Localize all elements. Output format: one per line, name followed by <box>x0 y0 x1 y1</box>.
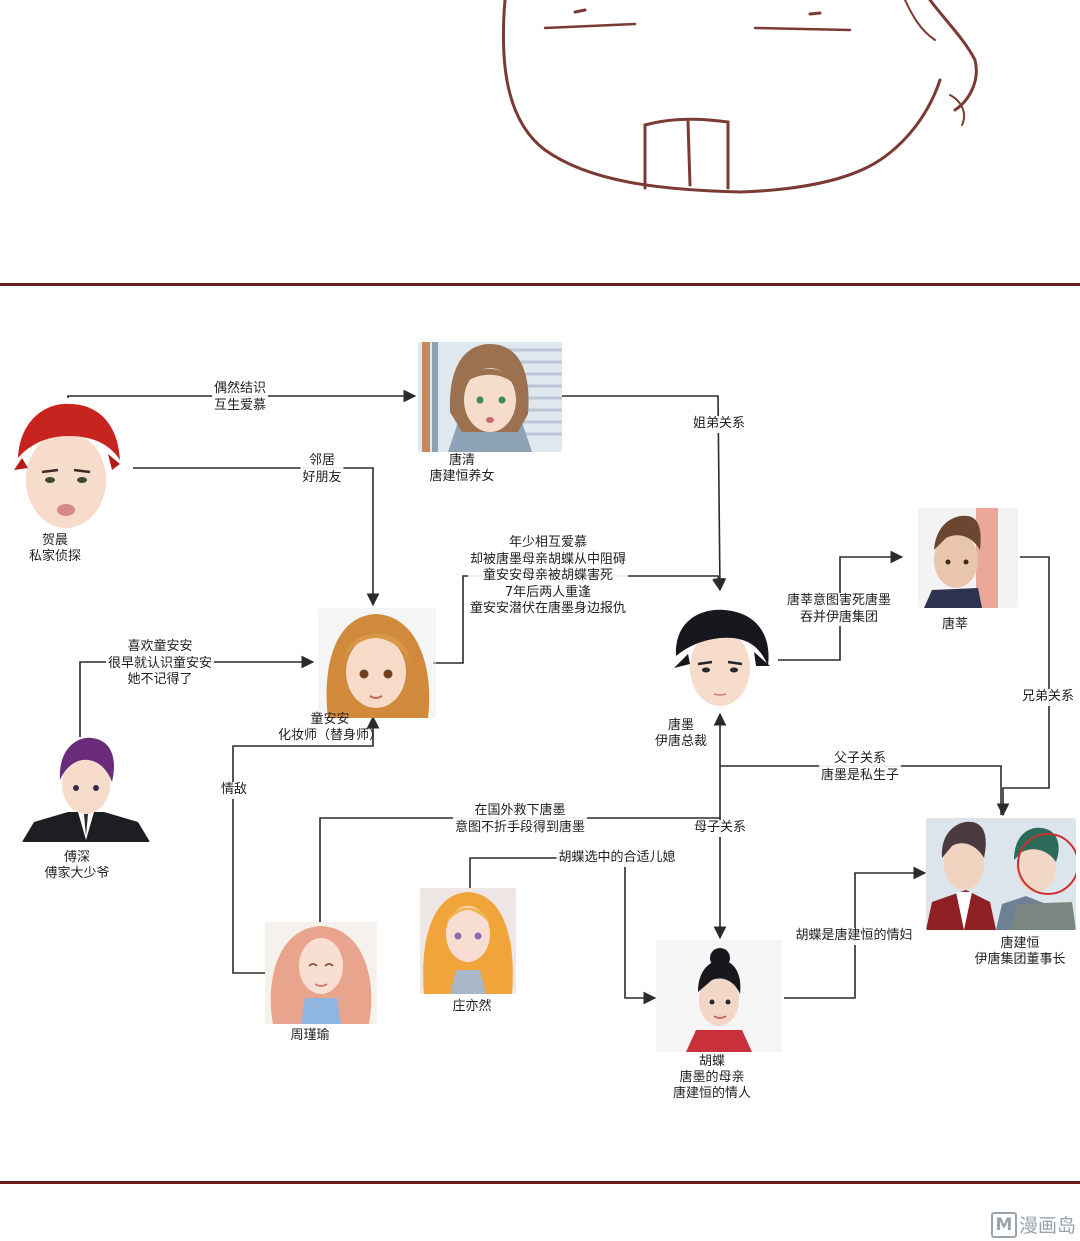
tang-jianheng-name: 唐建恒 <box>1000 936 1040 951</box>
watermark-text: 漫画岛 <box>1018 1215 1076 1237</box>
relation-tangmo-hudie: 母子关系 <box>691 820 749 837</box>
relation-zhuangyiran-hudie: 胡蝶选中的合适儿媳 <box>556 850 678 867</box>
he-chen-portrait <box>14 403 120 528</box>
relation-zhoujinyu-tonganan: 情敌 <box>218 782 250 799</box>
tang-xin-name: 唐莘 <box>941 617 969 632</box>
hu-die-name: 胡蝶 <box>698 1054 726 1069</box>
tang-mo-label: 唐墨 伊唐总裁 <box>655 718 707 750</box>
relation-hechen-tangqing: 偶然结识 互生爱慕 <box>211 381 269 414</box>
zhuang-yiran-portrait <box>420 888 516 994</box>
edge-hechen-tangqing <box>67 389 417 403</box>
tang-qing-portrait <box>418 342 562 452</box>
tang-xin-label: 唐莘 <box>942 617 968 633</box>
hu-die-portrait <box>656 940 782 1052</box>
he-chen-label: 贺晨 私家侦探 <box>29 533 81 565</box>
watermark-logo-icon: M <box>990 1211 1017 1238</box>
edge-zhoujinyu-tonganan <box>232 715 380 974</box>
relation-tangqing-tangmo: 姐弟关系 <box>690 416 748 433</box>
tang-jianheng-role: 伊唐集团董事长 <box>974 952 1066 967</box>
relation-tonganan-tangmo: 年少相互爱慕 却被唐墨母亲胡蝶从中阻碍 童安安母亲被胡蝶害死 7年后两人重逢 童… <box>467 535 629 618</box>
tang-qing-name: 唐清 <box>448 453 476 468</box>
relation-fushen-tonganan: 喜欢童安安 很早就认识童安安 她不记得了 <box>105 639 215 689</box>
comic-panel-fragment <box>0 0 1080 285</box>
relation-zhoujinyu-tangmo: 在国外救下唐墨 意图不折手段得到唐墨 <box>452 803 588 836</box>
hu-die-label: 胡蝶 唐墨的母亲 唐建恒的情人 <box>673 1054 751 1102</box>
zhuang-yiran-name: 庄亦然 <box>452 999 492 1014</box>
panel-divider-bottom <box>0 1181 1080 1184</box>
hu-die-role2: 唐建恒的情人 <box>672 1086 752 1101</box>
he-chen-role: 私家侦探 <box>28 549 82 564</box>
panel-divider-top <box>0 283 1080 286</box>
tong-anan-label: 童安安 化妆师（替身师） <box>278 712 382 744</box>
tang-jianheng-portrait <box>926 818 1076 930</box>
edge-tangqing-tangmo <box>562 395 727 592</box>
fu-shen-name: 傅深 <box>63 850 91 865</box>
relation-tangxin-tangjianheng: 兄弟关系 <box>1019 689 1077 706</box>
tang-qing-label: 唐清 唐建恒养女 <box>429 453 494 485</box>
comic-sketch-face <box>501 0 978 194</box>
relation-tangjianheng-tangmo: 父子关系 唐墨是私生子 <box>818 751 902 784</box>
edge-tangxin-tangjianheng <box>996 556 1050 817</box>
fu-shen-role: 傅家大少爷 <box>44 866 110 881</box>
fu-shen-portrait <box>22 737 150 842</box>
edge-hechen-tonganan <box>133 467 380 607</box>
tong-anan-portrait <box>318 608 436 718</box>
zhou-jinyu-label: 周瑾瑜 <box>290 1028 329 1044</box>
zhuang-yiran-label: 庄亦然 <box>452 999 491 1015</box>
tang-jianheng-label: 唐建恒 伊唐集团董事长 <box>974 936 1065 968</box>
edge-tangjianheng-tangmo <box>720 765 1002 815</box>
manhuadao-watermark: M 漫画岛 <box>990 1211 1076 1238</box>
tang-mo-role: 伊唐总裁 <box>654 734 708 749</box>
edge-tonganan-tangmo <box>433 575 725 664</box>
zhou-jinyu-portrait <box>265 922 377 1024</box>
tang-qing-role: 唐建恒养女 <box>429 469 495 484</box>
edge-fushen-tonganan <box>79 655 315 737</box>
fu-shen-label: 傅深 傅家大少爷 <box>44 850 109 882</box>
relation-hudie-tangjianheng: 胡蝶是唐建恒的情妇 <box>793 928 915 945</box>
he-chen-name: 贺晨 <box>41 533 69 548</box>
zhou-jinyu-name: 周瑾瑜 <box>290 1028 330 1043</box>
hu-die-role: 唐墨的母亲 <box>679 1070 745 1085</box>
tong-anan-name: 童安安 <box>310 712 350 727</box>
tang-mo-name: 唐墨 <box>667 718 695 733</box>
tong-anan-role: 化妆师（替身师） <box>277 728 383 743</box>
tang-mo-portrait <box>674 609 770 706</box>
relation-tangxin-tangmo: 唐莘意图害死唐墨 吞并伊唐集团 <box>784 593 894 626</box>
relation-hechen-tonganan: 邻居 好朋友 <box>300 453 344 486</box>
tang-xin-portrait <box>918 508 1018 608</box>
